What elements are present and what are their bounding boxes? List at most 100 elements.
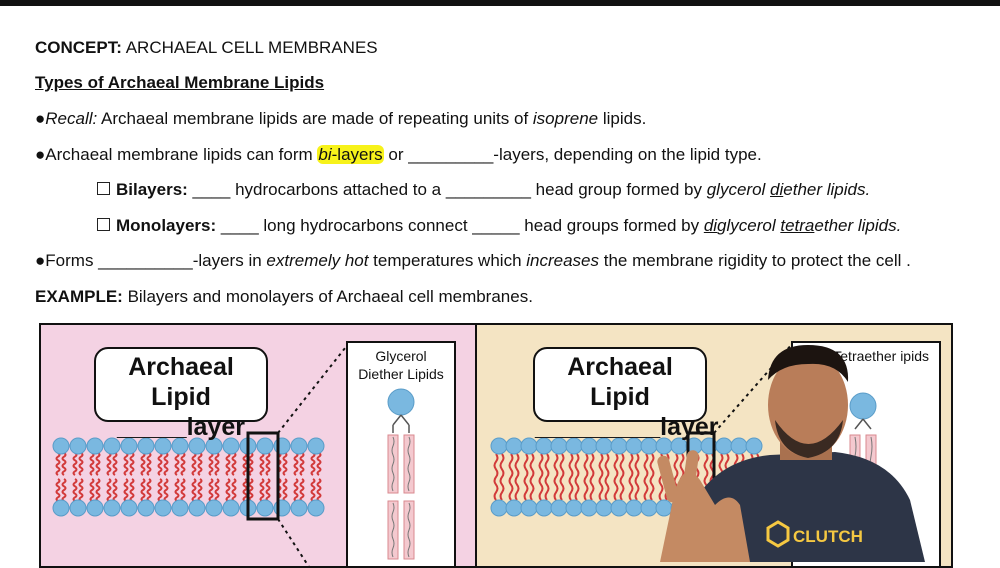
checkbox-icon <box>97 218 110 231</box>
lipid-tail <box>514 453 520 501</box>
lipid-tail <box>174 478 180 502</box>
lipid-tail <box>208 452 214 476</box>
lipid-head <box>505 437 523 455</box>
zoom-line <box>277 518 310 566</box>
lipid-head <box>490 499 508 517</box>
lipid-head <box>171 437 189 455</box>
lipid-tail <box>174 452 180 476</box>
lipid-head <box>610 499 628 517</box>
bullet-form: ●Archaeal membrane lipids can form bi-la… <box>35 145 762 164</box>
lipid-head <box>290 437 308 455</box>
presenter-video: CLUTCH <box>657 345 925 562</box>
lipid-head <box>490 437 508 455</box>
lipid-tail <box>259 478 265 502</box>
lipid-tail <box>259 452 265 476</box>
lipid-head <box>103 499 121 517</box>
lipid-tail <box>293 452 299 476</box>
lipid-head <box>505 499 523 517</box>
lipid-tail <box>643 453 649 501</box>
lipid-head <box>86 437 104 455</box>
lipid-tail <box>214 478 220 502</box>
concept-label: CONCEPT: <box>35 38 122 57</box>
lipid-tail <box>61 452 67 476</box>
lipid-tail <box>112 452 118 476</box>
lipid-tail <box>123 452 129 476</box>
lipid-tail <box>282 478 288 502</box>
lipid-head <box>86 499 104 517</box>
lipid-head <box>188 499 206 517</box>
concept-heading: CONCEPT: ARCHAEAL CELL MEMBRANES <box>35 37 378 59</box>
lipid-tail <box>112 478 118 502</box>
lipid-tail <box>544 453 550 501</box>
lipid-head <box>222 499 240 517</box>
example-line: EXAMPLE: Bilayers and monolayers of Arch… <box>35 287 533 306</box>
lipid-head <box>256 437 274 455</box>
lipid-tail <box>106 478 112 502</box>
lipid-head <box>307 499 325 517</box>
lipid-head <box>550 499 568 517</box>
presenter-face <box>768 353 848 457</box>
lipid-tail <box>310 452 316 476</box>
right-title-box: Archaeal Lipid _________layer <box>533 347 719 441</box>
lipid-tail <box>157 478 163 502</box>
concept-title: ARCHAEAL CELL MEMBRANES <box>125 38 378 57</box>
lipid-head <box>52 499 70 517</box>
lipid-head <box>154 499 172 517</box>
lipid-tail <box>78 478 84 502</box>
lipid-tail <box>559 453 565 501</box>
lipid-head <box>52 437 70 455</box>
lipid-tail <box>583 453 589 501</box>
lipid-tail <box>214 452 220 476</box>
lipid-monolayer-diagram <box>490 437 763 517</box>
lipid-head <box>188 437 206 455</box>
zoom-selection-box <box>246 431 280 521</box>
lipid-tail <box>123 478 129 502</box>
bullet-monolayers: Monolayers: ____ long hydrocarbons conne… <box>97 215 901 237</box>
presenter-beard <box>775 420 843 458</box>
lipid-tail <box>265 452 271 476</box>
zoom-line <box>277 342 350 434</box>
lipid-tail <box>106 452 112 476</box>
lipid-head <box>273 499 291 517</box>
lipid-tail <box>649 453 655 501</box>
lipid-tail <box>538 453 544 501</box>
lipid-tail <box>553 453 559 501</box>
lipid-head <box>580 499 598 517</box>
lipid-tail <box>299 452 305 476</box>
lipid-head <box>307 437 325 455</box>
lipid-tail <box>613 453 619 501</box>
diether-inset: Glycerol Diether Lipids <box>346 341 456 566</box>
lipid-head <box>154 437 172 455</box>
presenter-hair <box>768 345 849 382</box>
lipid-tail <box>248 452 254 476</box>
lipid-bilayer-diagram <box>52 437 325 517</box>
lipid-tail <box>282 452 288 476</box>
top-bar <box>0 0 1000 6</box>
lipid-tail <box>197 452 203 476</box>
clutch-logo-icon <box>766 520 790 548</box>
lipid-head <box>205 499 223 517</box>
lipid-tail <box>589 453 595 501</box>
bullet-forms: ●Forms __________-layers in extremely ho… <box>35 251 911 270</box>
lipid-tail <box>225 452 231 476</box>
lipid-tail <box>89 452 95 476</box>
lipid-tail <box>140 452 146 476</box>
lipid-tail <box>499 453 505 501</box>
lipid-tail <box>157 452 163 476</box>
lipid-head <box>120 499 138 517</box>
lipid-tail <box>619 453 625 501</box>
lipid-head <box>205 437 223 455</box>
lipid-head <box>69 437 87 455</box>
lipid-tail <box>598 453 604 501</box>
lipid-tail <box>55 452 61 476</box>
lipid-tail <box>529 453 535 501</box>
lipid-tail <box>197 478 203 502</box>
lipid-head <box>103 437 121 455</box>
lipid-tail <box>146 478 152 502</box>
lipid-tail <box>568 453 574 501</box>
lipid-head <box>137 499 155 517</box>
checkbox-icon <box>97 182 110 195</box>
lipid-tail <box>180 478 186 502</box>
lipid-tail <box>604 453 610 501</box>
shirt-logo-text: CLUTCH <box>793 527 863 546</box>
